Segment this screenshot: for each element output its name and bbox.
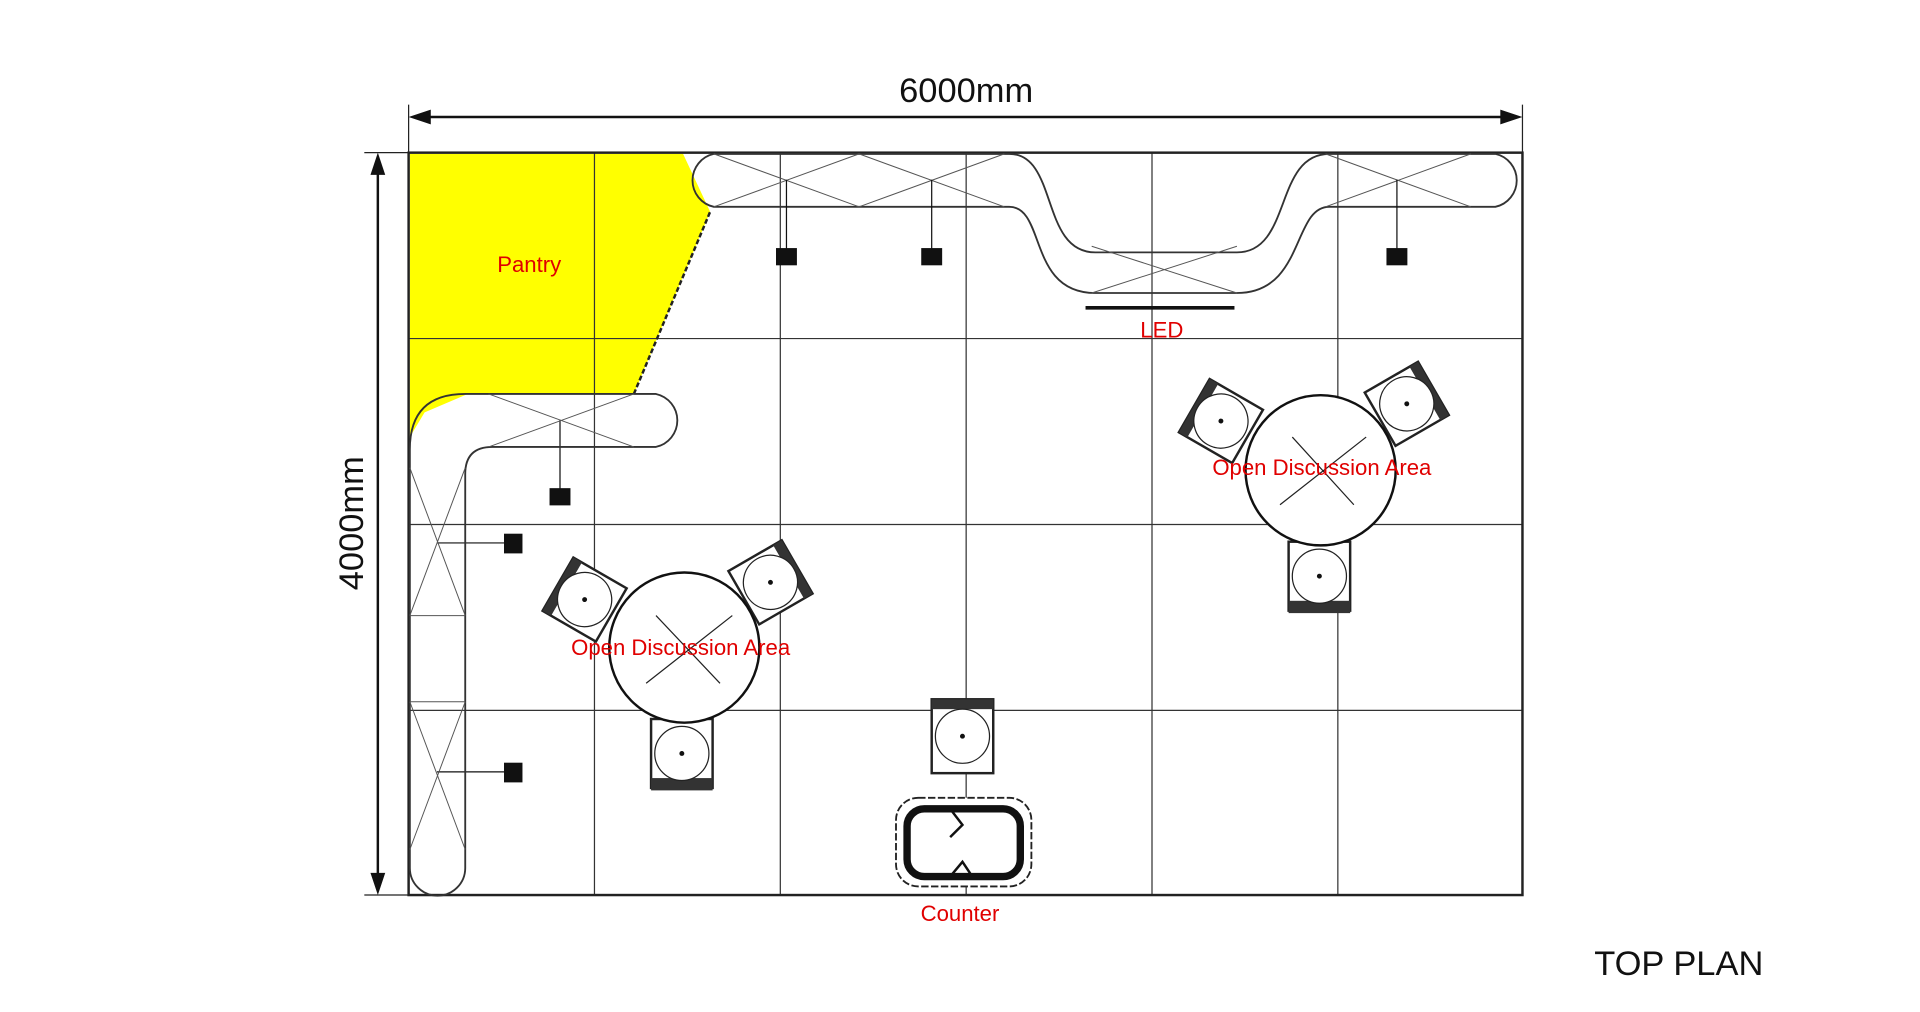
pantry-area	[409, 153, 711, 438]
discussion-area-left-label: Open Discussion Area	[571, 635, 791, 660]
discussion-table-left	[540, 538, 815, 791]
discussion-area-right-label: Open Discussion Area	[1212, 455, 1432, 480]
pantry-label: Pantry	[497, 252, 562, 277]
counter-label: Counter	[921, 901, 1000, 926]
depth-dimension	[364, 152, 409, 896]
discussion-table-right	[1177, 360, 1451, 614]
spotlights	[436, 179, 1408, 783]
counter-stool	[930, 698, 995, 775]
truss-wall-left	[408, 393, 679, 897]
plan-title: TOP PLAN	[1594, 945, 1763, 983]
led-label: LED	[1140, 317, 1183, 342]
width-label: 6000mm	[899, 72, 1033, 110]
width-dimension	[408, 104, 1524, 153]
truss-wall-top	[632, 152, 1518, 395]
counter	[895, 796, 1033, 888]
depth-label: 4000mm	[333, 456, 371, 590]
